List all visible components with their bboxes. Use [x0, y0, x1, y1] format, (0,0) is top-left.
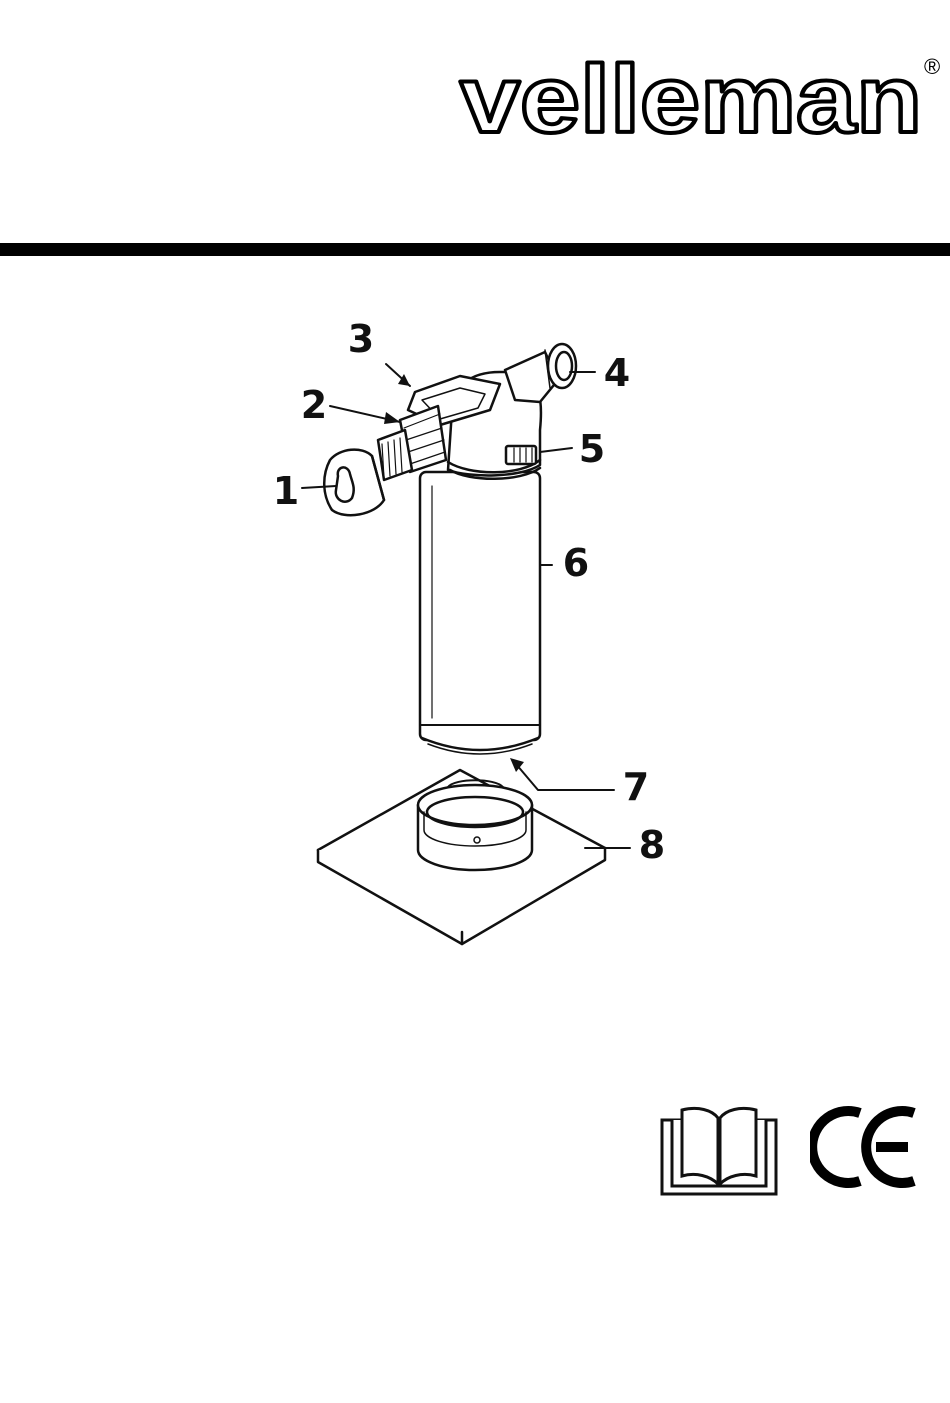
base-cup	[418, 780, 532, 870]
callout-8: 8	[632, 826, 672, 864]
ce-mark-icon	[810, 1104, 920, 1190]
callout-7: 7	[616, 768, 656, 806]
callout-6: 6	[556, 544, 596, 582]
callout-2: 2	[294, 386, 334, 424]
callout-3: 3	[341, 320, 381, 358]
header-divider	[0, 243, 950, 256]
gas-cylinder	[420, 472, 540, 754]
torch-head	[378, 344, 576, 480]
callout-5: 5	[572, 430, 612, 468]
brand-name: velleman	[460, 52, 922, 144]
callout-4: 4	[597, 354, 637, 392]
gas-torch-illustration	[0, 300, 950, 960]
registered-mark: ®	[924, 54, 940, 79]
brand-logo: velleman ®	[456, 52, 942, 144]
callout-1: 1	[266, 472, 306, 510]
burner-nozzle	[324, 450, 384, 516]
product-illustration: 1 2 3 4 5 6 7 8	[0, 300, 950, 960]
open-book-icon	[660, 1100, 778, 1196]
